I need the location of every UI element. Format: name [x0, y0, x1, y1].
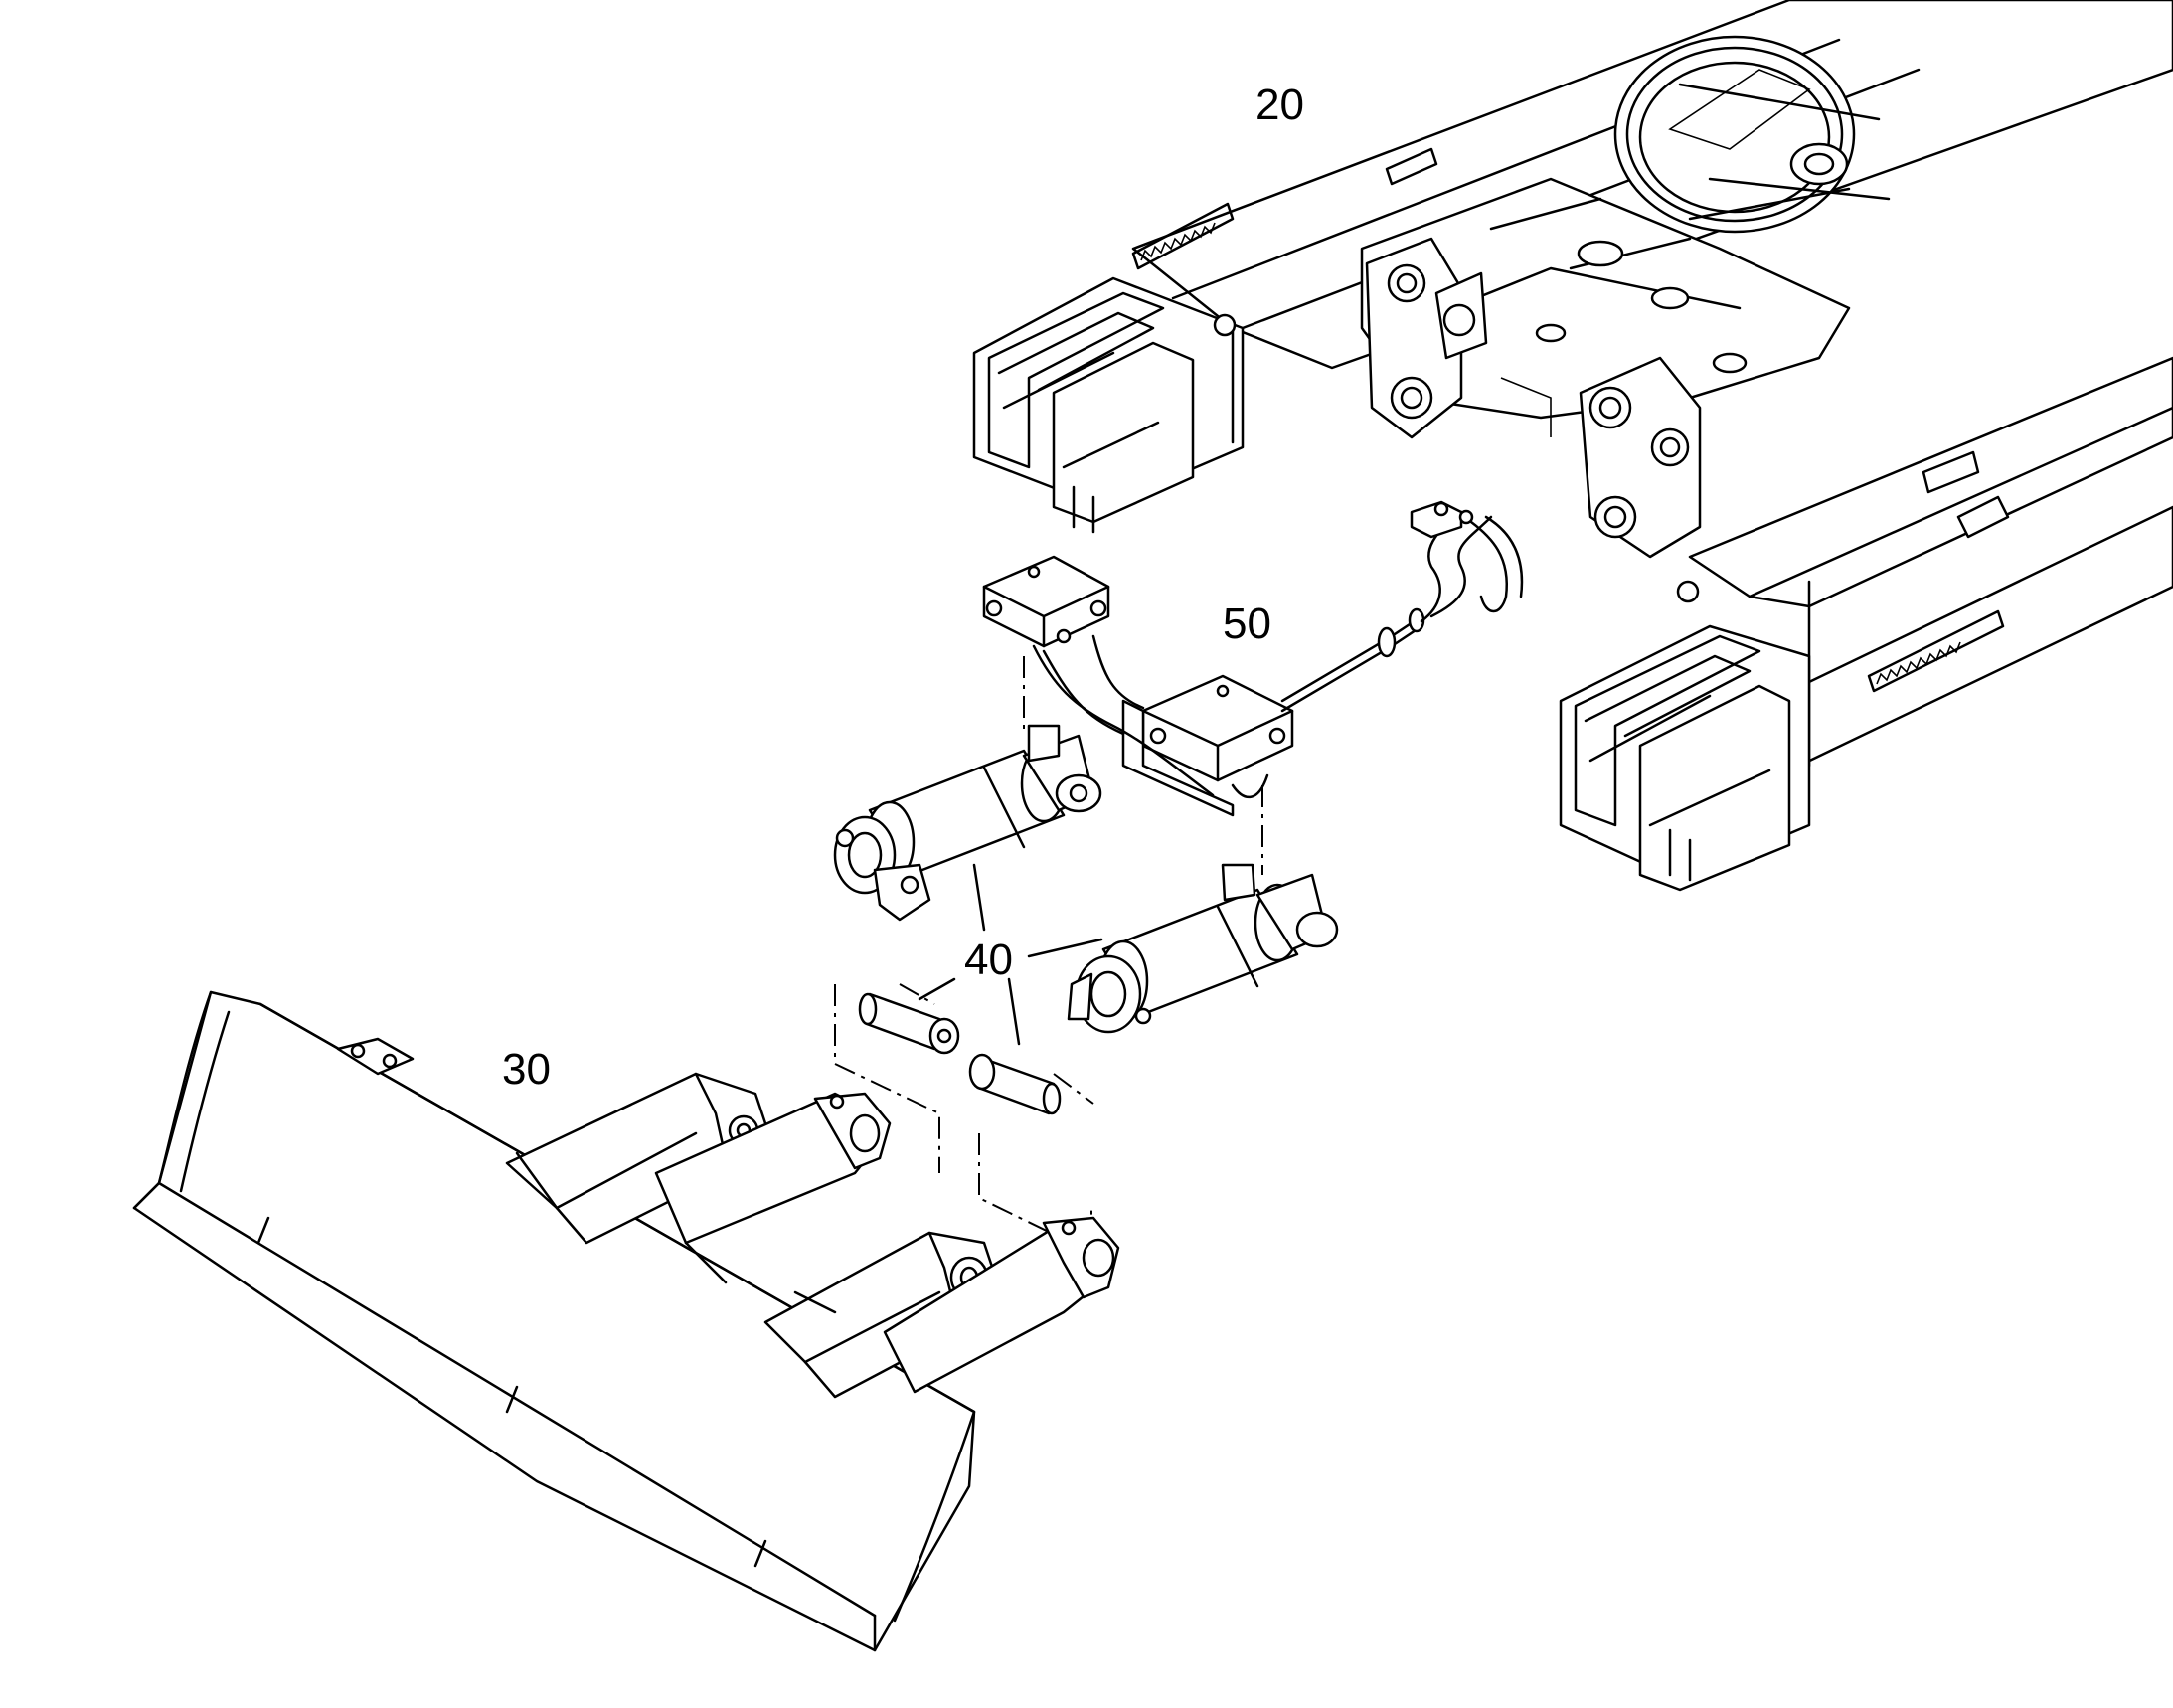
hydraulic-lines [982, 500, 1524, 817]
undercarriage-frame [972, 0, 2173, 892]
cylinders-and-pins [833, 724, 1339, 1115]
callout-hydraulics: 50 [1223, 599, 1271, 648]
callout-dozer-blade: 30 [502, 1045, 551, 1094]
callout-cylinders: 40 [964, 936, 1013, 984]
dozer-blade [132, 990, 1120, 1652]
callout-undercarriage: 20 [1255, 81, 1304, 129]
